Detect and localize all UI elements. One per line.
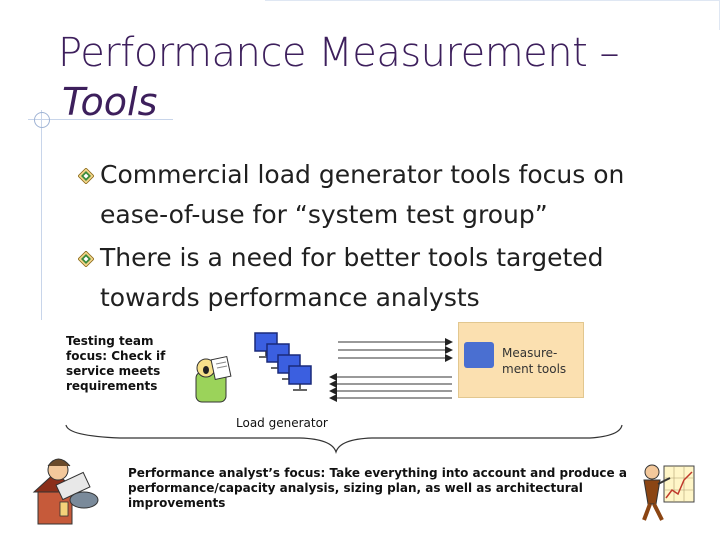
measurement-tools-label: Measure-ment tools bbox=[502, 346, 567, 376]
slide-title-line1: Performance Measurement – bbox=[58, 30, 620, 76]
scope-brace bbox=[65, 424, 623, 455]
crosshair-ornament-icon bbox=[34, 112, 50, 128]
response-arrows bbox=[329, 373, 452, 402]
bullet-text: There is a need for better tools targete… bbox=[100, 243, 604, 312]
analyst-focus-label: Performance analyst’s focus: Take everyt… bbox=[128, 466, 627, 510]
bullet-diamond-icon bbox=[78, 168, 94, 184]
tester-clipart-icon bbox=[195, 355, 232, 403]
presenter-chart-clipart-icon bbox=[642, 464, 695, 521]
title-underline bbox=[28, 119, 173, 120]
testing-team-label: Testing team focus: Check if service mee… bbox=[66, 334, 166, 393]
request-arrows bbox=[338, 338, 453, 362]
left-rule bbox=[41, 110, 42, 320]
bullet-item: Commercial load generator tools focus on… bbox=[78, 155, 678, 235]
bullet-diamond-icon bbox=[78, 251, 94, 267]
load-generator-label: Load generator bbox=[236, 416, 328, 430]
bullet-text: Commercial load generator tools focus on… bbox=[100, 160, 625, 229]
slide-title-line2: Tools bbox=[62, 80, 158, 124]
analyst-clipart-icon bbox=[32, 458, 99, 525]
top-rule bbox=[265, 0, 720, 1]
measurement-tool-icon bbox=[464, 342, 494, 368]
bullet-item: There is a need for better tools targete… bbox=[78, 238, 678, 318]
monitor-icon bbox=[288, 365, 312, 391]
